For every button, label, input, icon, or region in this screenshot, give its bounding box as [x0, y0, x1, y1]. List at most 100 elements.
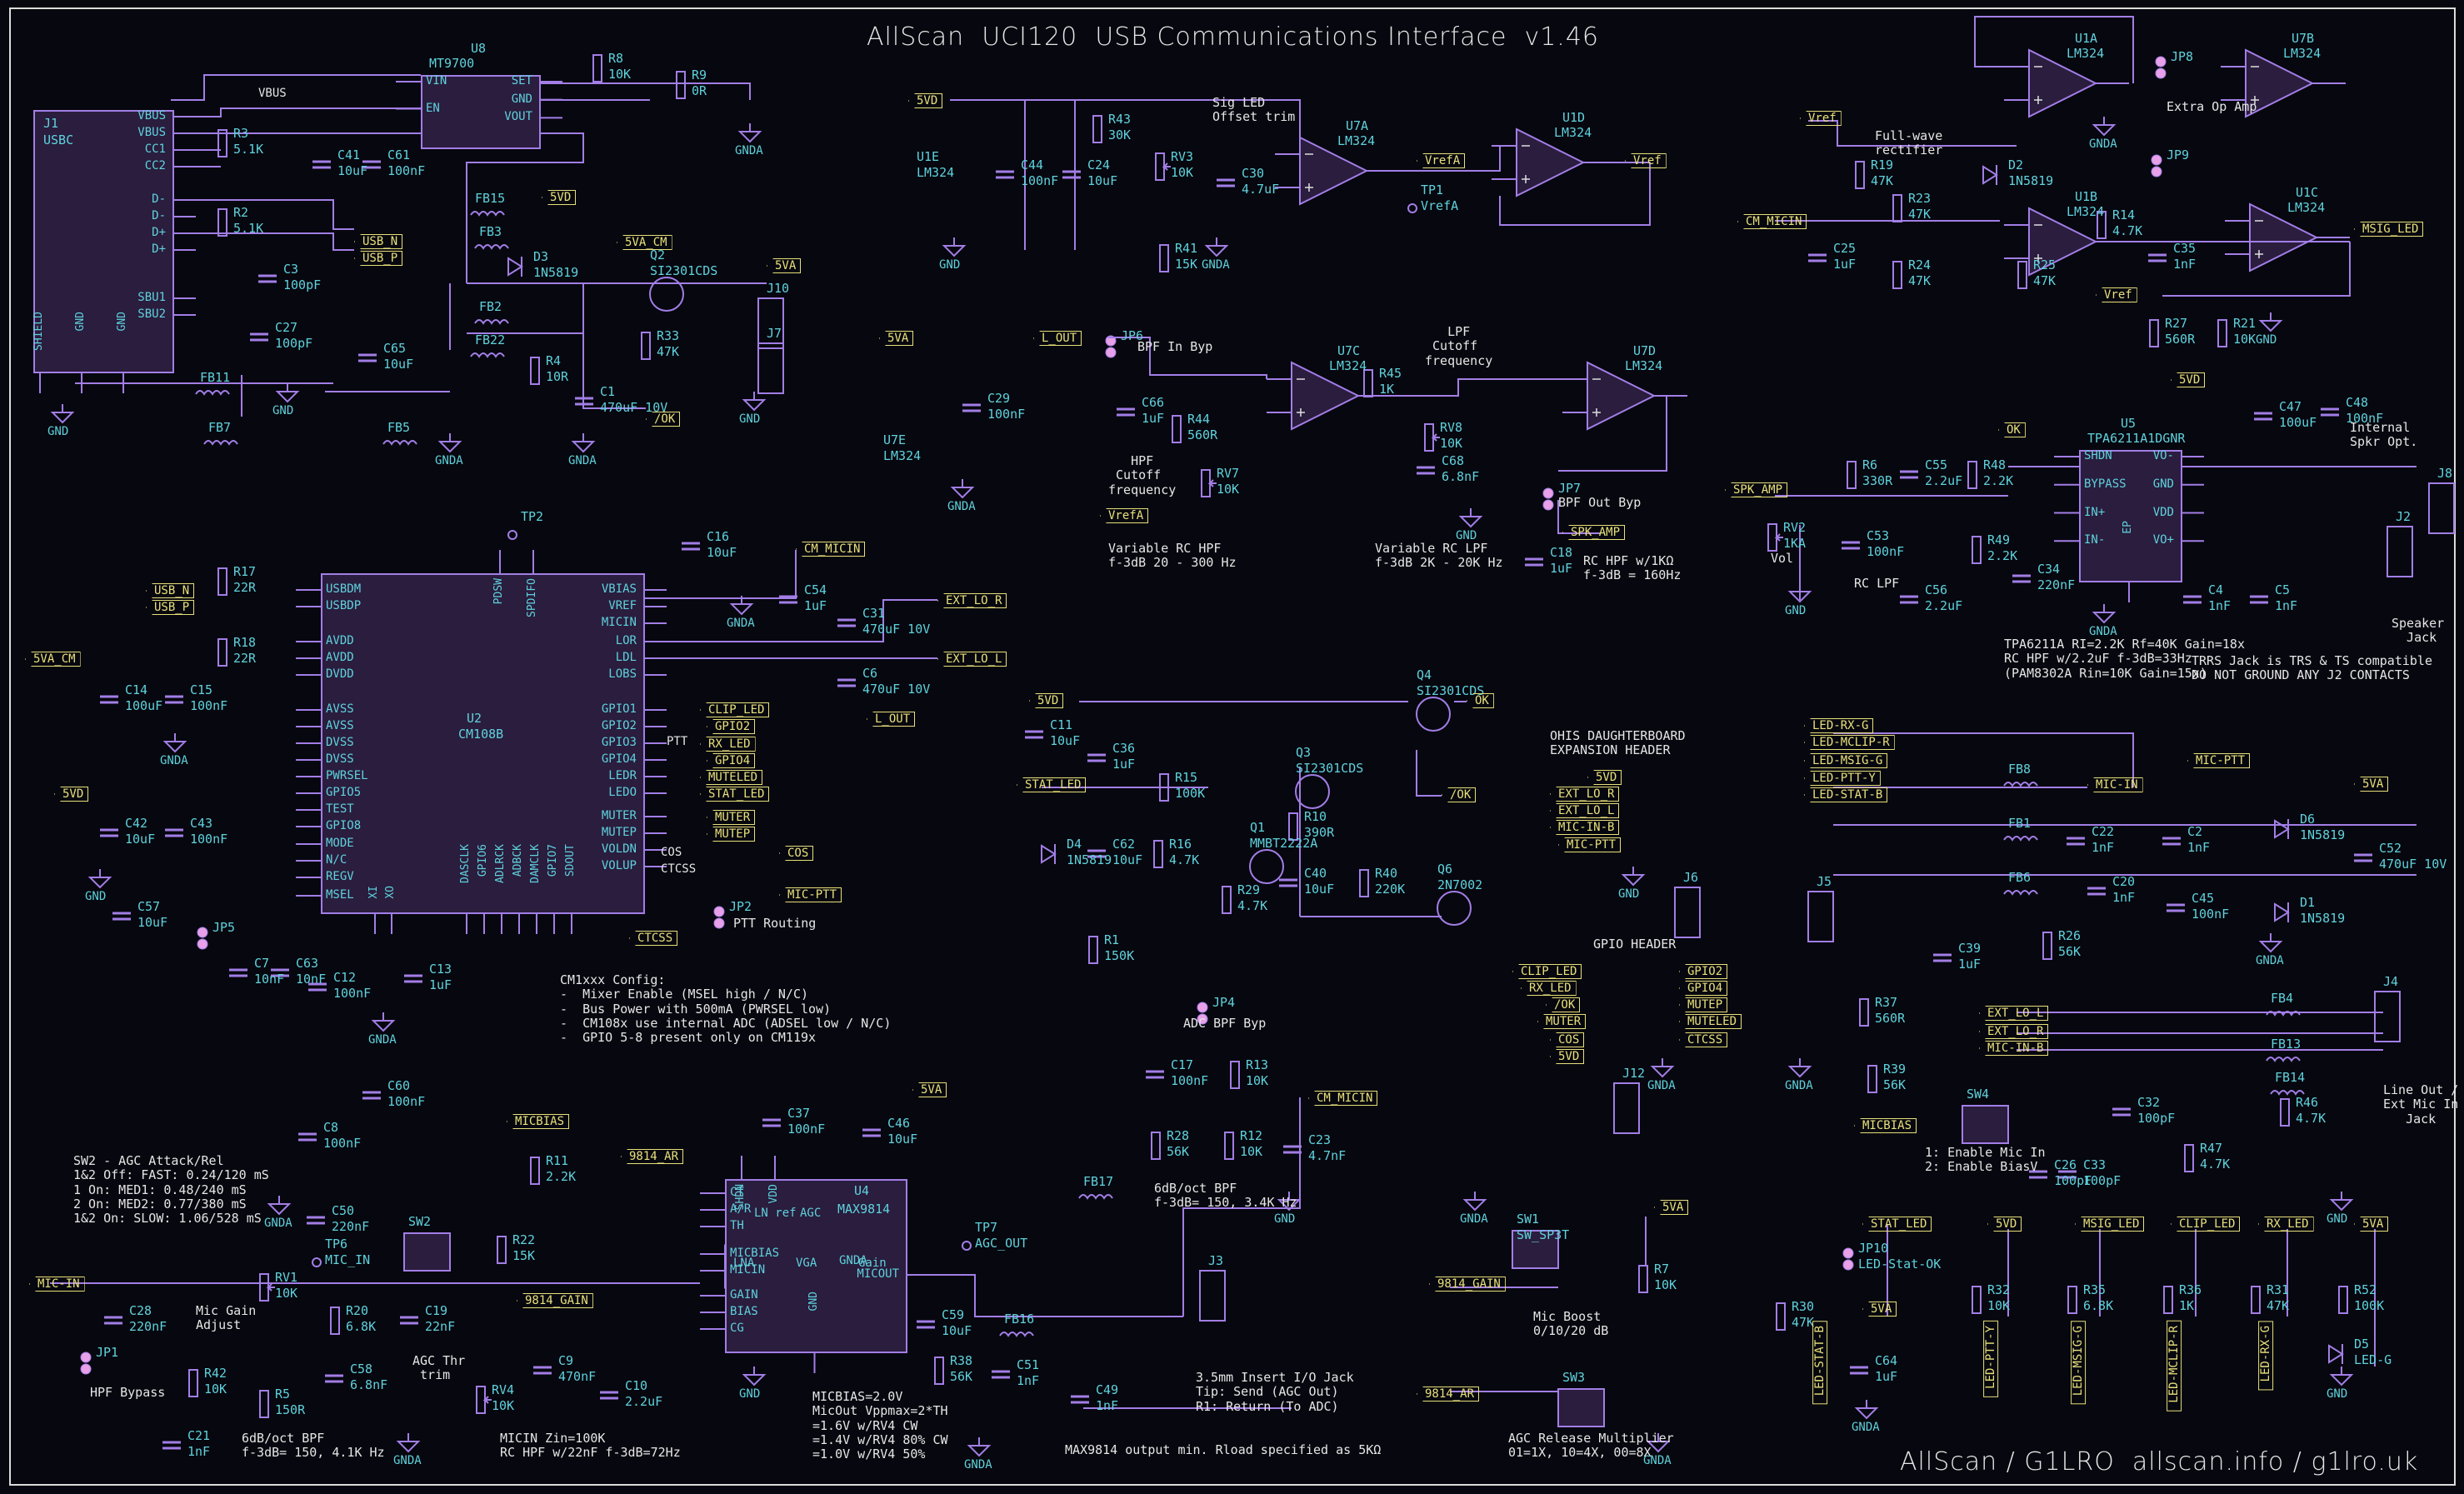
component-ref: R46: [2296, 1095, 2319, 1110]
component-value: 2.2uF: [1925, 473, 1963, 488]
ferrite-bead-symbol: [382, 440, 417, 446]
ground-icon: [275, 383, 300, 403]
component-value: 100nF: [1021, 173, 1059, 188]
component-ref: C47: [2279, 399, 2302, 414]
net-label: MIC-PTT: [2187, 753, 2251, 769]
capacitor-symbol: [962, 403, 981, 412]
pin-label: N/C: [326, 853, 347, 867]
component-value: 4.7nF: [1308, 1148, 1347, 1163]
resistor-symbol: [259, 1390, 269, 1418]
pin-label: GPIO8: [326, 819, 362, 832]
wire: [171, 199, 354, 230]
component-value: 1uF: [1112, 757, 1136, 772]
net-label: 5VA: [912, 1082, 947, 1098]
component-ref: R3: [233, 126, 249, 141]
component-value: 22nF: [425, 1319, 456, 1334]
net-label: 9814_AR: [621, 1149, 684, 1165]
capacitor-symbol: [100, 695, 118, 704]
power-net-label: GND: [85, 890, 107, 903]
net-label-vertical: LED-MSIG-G: [2071, 1321, 2087, 1405]
pin-label: DVSS: [326, 752, 354, 766]
component-ref: C61: [387, 147, 411, 162]
pin-label: ADLRCK: [494, 844, 507, 883]
component-ref: FB5: [387, 420, 411, 435]
pin-label: D+: [152, 226, 166, 239]
component-ref: R40: [1375, 866, 1398, 881]
net-label: L_OUT: [1033, 331, 1082, 347]
net-label: EXT_LO_L: [1979, 1006, 2049, 1022]
capacitor-symbol: [1062, 170, 1081, 179]
resistor-symbol: [1892, 261, 1902, 289]
capacitor-symbol: [229, 968, 247, 977]
pin-label: VOLDN: [601, 842, 637, 856]
component-ref: C60: [387, 1078, 411, 1093]
capacitor-symbol: [2012, 574, 2031, 583]
power-net-label: VBUS: [258, 87, 287, 100]
power-net-label: GNDA: [368, 1033, 397, 1047]
wiper-arrow-icon: [1431, 433, 1440, 442]
resistor-symbol: [530, 1157, 540, 1185]
note-text: HPF Bypass: [90, 1385, 166, 1400]
component-ref: Q1: [1250, 820, 1266, 835]
resistor-symbol: [2184, 1144, 2194, 1172]
component-value: 390R: [1304, 825, 1335, 840]
opamp-polarity-icon: [1592, 378, 1601, 417]
ic-ref: J1: [43, 116, 59, 131]
pin-label: D+: [152, 242, 166, 256]
component-ref: C21: [187, 1428, 211, 1443]
pin-label: MICIN: [601, 616, 637, 629]
net-label: MSIG_LED: [2075, 1217, 2145, 1232]
component-ref: R1: [1104, 932, 1120, 947]
component-ref: C20: [2112, 874, 2136, 889]
ground-icon: [1621, 867, 1646, 887]
component-value: 1uF: [1550, 561, 1573, 576]
net-label: EXT_LO_R: [937, 593, 1007, 609]
component-ref: C13: [429, 962, 452, 977]
component-value: 560R: [2165, 332, 2196, 347]
component-ref: R43: [1108, 112, 1132, 127]
resistor-symbol: [1092, 115, 1102, 143]
wire: [171, 107, 421, 117]
net-label: 5VD: [542, 190, 577, 206]
net-label-vertical: LED-STAT-B: [1812, 1321, 1828, 1405]
resistor-symbol: [1153, 840, 1163, 868]
pin-label: REGV: [326, 870, 354, 883]
component-ref: RV8: [1440, 420, 1463, 435]
component-ref: C16: [707, 529, 730, 544]
component-ref: C23: [1308, 1132, 1332, 1147]
component-value: 100pF: [275, 336, 313, 351]
power-net-label: GND: [739, 1387, 761, 1401]
pin-label: GND: [511, 92, 532, 106]
power-net-label: GNDA: [2089, 137, 2117, 151]
connector-symbol: [1199, 1270, 1226, 1322]
pin-label: SHDN: [734, 1184, 747, 1211]
component-ref: D1: [2300, 895, 2316, 910]
component-ref: R33: [657, 328, 680, 343]
component-value: 4.7K: [1169, 852, 1200, 867]
capacitor-symbol: [837, 618, 856, 627]
net-label: USB_P: [354, 251, 403, 267]
component-ref: C52: [2379, 841, 2402, 856]
opamp-ref: U7A: [1346, 118, 1369, 133]
component-ref: C63: [296, 956, 319, 971]
capacitor-symbol: [1025, 730, 1043, 739]
connector-symbol: [1807, 891, 1834, 942]
power-net-label: GNDA: [264, 1217, 292, 1230]
connector-symbol: [2374, 991, 2401, 1042]
ground-icon: [2329, 1192, 2354, 1212]
component-ref: JP7: [1558, 481, 1582, 496]
net-label: CM_MICIN: [796, 542, 866, 557]
opamp-ref: U1D: [1562, 110, 1586, 125]
component-value: 100pF: [283, 277, 322, 292]
net-label: MUTELED: [1679, 1014, 1742, 1030]
component-value: LM324: [917, 165, 955, 180]
component-value: 4.7K: [1237, 898, 1268, 913]
ground-icon: [1646, 1433, 1671, 1453]
net-label: CLIP_LED: [2171, 1217, 2241, 1232]
resistor-symbol: [330, 1307, 340, 1335]
capacitor-symbol: [258, 274, 277, 283]
capacitor-symbol: [298, 1132, 317, 1142]
diode-symbol: [1041, 844, 1057, 864]
component-ref: JP5: [212, 920, 236, 935]
component-value: 10uF: [137, 915, 168, 930]
